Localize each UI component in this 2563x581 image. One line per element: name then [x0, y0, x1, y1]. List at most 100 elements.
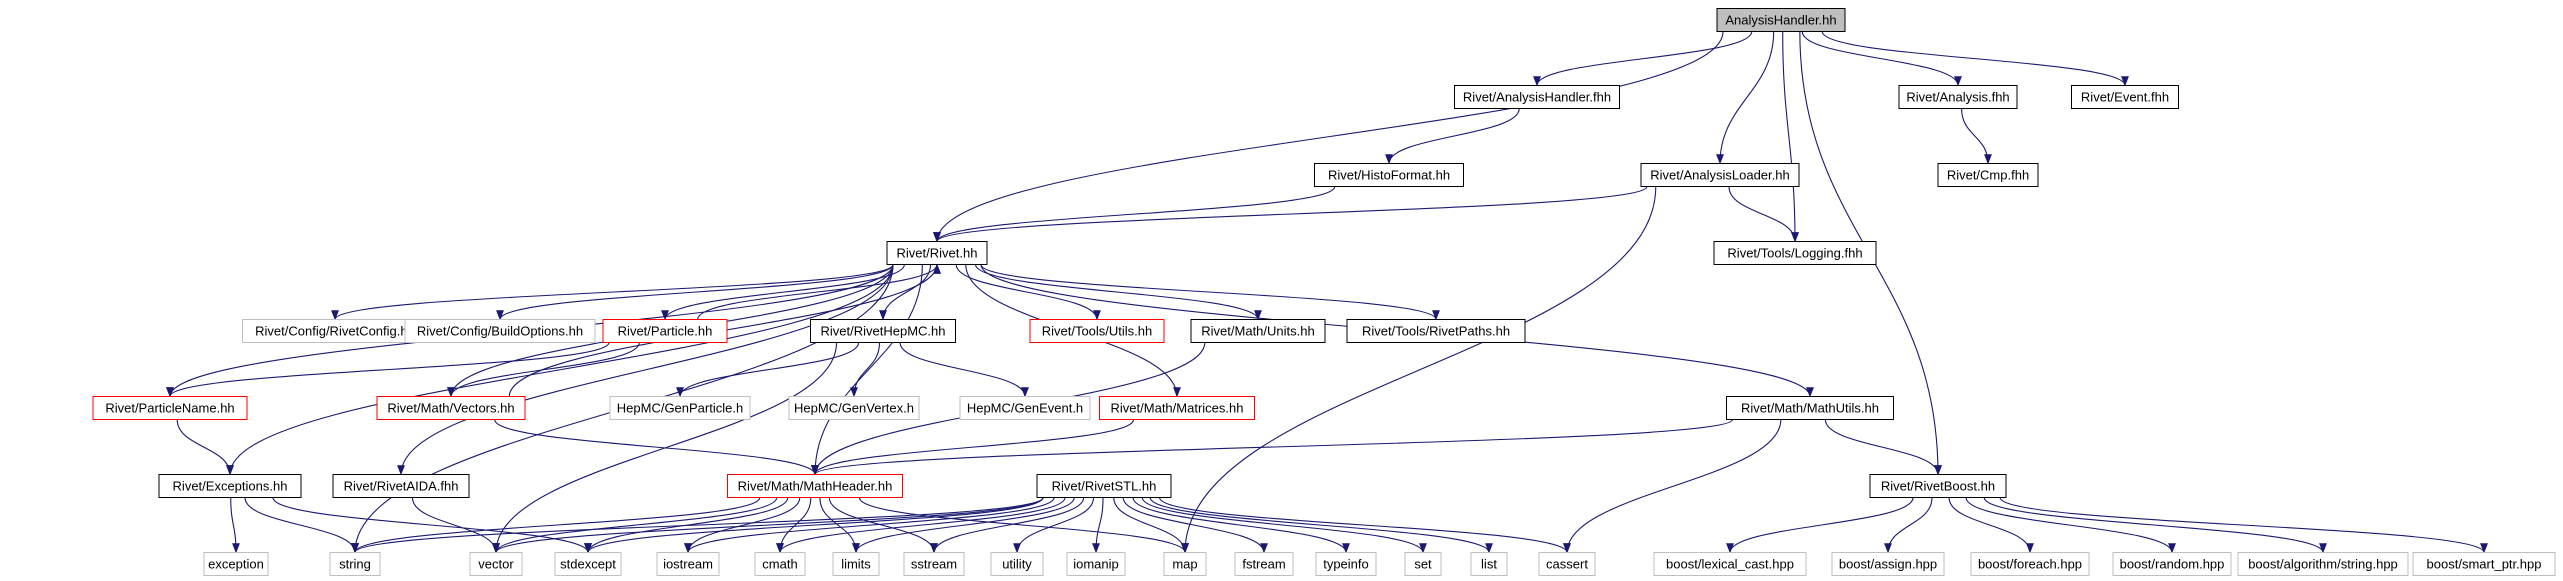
node-box: [1470, 552, 1508, 576]
arrowhead-pname-to-exceptions: [226, 465, 234, 476]
node-iostream[interactable]: iostream: [656, 552, 720, 576]
edge-stl-to-fstream: [1122, 497, 1265, 553]
edge-rivet-to-paths: [980, 264, 1437, 320]
node-utility[interactable]: utility: [990, 552, 1044, 576]
node-exceptions[interactable]: Rivet/Exceptions.hh: [158, 474, 302, 498]
edge-stl-to-cmath: [779, 497, 1066, 553]
node-paths[interactable]: Rivet/Tools/RivetPaths.hh: [1346, 319, 1526, 343]
arrowhead-root-to-loader: [1716, 154, 1724, 165]
node-box: [903, 552, 965, 576]
node-label: sstream: [911, 557, 957, 572]
node-typeinfo[interactable]: typeinfo: [1315, 552, 1377, 576]
edge-rivet-to-mathheader: [814, 264, 923, 475]
edge-mathheader-to-string: [354, 497, 761, 553]
node-algostr[interactable]: boost/algorithm/string.hpp: [2237, 552, 2409, 576]
edge-particle-to-pname: [169, 342, 610, 397]
node-genparticle[interactable]: HepMC/GenParticle.h: [609, 396, 751, 420]
node-box: [554, 552, 622, 576]
arrowhead-rivet-to-rivetcfg: [331, 310, 339, 321]
edge-hepmc-to-genparticle: [679, 342, 860, 397]
node-label: boost/random.hpp: [2120, 557, 2225, 572]
node-box: [92, 396, 248, 420]
node-label: Rivet/AnalysisHandler.fhh: [1463, 90, 1611, 105]
node-stdexcept[interactable]: stdexcept: [554, 552, 622, 576]
node-cmp[interactable]: Rivet/Cmp.fhh: [1937, 163, 2039, 187]
node-label: Rivet/Cmp.fhh: [1947, 168, 2029, 183]
node-box: [1970, 552, 2090, 576]
node-hepmc[interactable]: Rivet/RivetHepMC.hh: [810, 319, 956, 343]
node-vectors[interactable]: Rivet/Math/Vectors.hh: [376, 396, 526, 420]
node-ahf[interactable]: Rivet/AnalysisHandler.fhh: [1454, 85, 1620, 109]
node-particle[interactable]: Rivet/Particle.hh: [602, 319, 728, 343]
edge-hepmc-to-genvertex: [853, 342, 881, 397]
node-aida[interactable]: Rivet/RivetAIDA.fhh: [332, 474, 470, 498]
node-map[interactable]: map: [1163, 552, 1207, 576]
arrowhead-mathutils-to-boost: [1934, 465, 1942, 476]
edge-root-to-anaf: [1801, 31, 1959, 86]
node-evf[interactable]: Rivet/Event.fhh: [2071, 85, 2179, 109]
node-mathutils[interactable]: Rivet/Math/MathUtils.hh: [1726, 396, 1894, 420]
node-foreach[interactable]: boost/foreach.hpp: [1970, 552, 2090, 576]
arrowhead-boost-to-assign: [1884, 543, 1892, 554]
node-box: [203, 552, 269, 576]
node-histo[interactable]: Rivet/HistoFormat.hh: [1314, 163, 1464, 187]
node-label: iomanip: [1073, 557, 1119, 572]
node-buildopt[interactable]: Rivet/Config/BuildOptions.hh: [404, 319, 596, 343]
node-stl[interactable]: Rivet/RivetSTL.hh: [1036, 474, 1172, 498]
node-label: map: [1172, 557, 1197, 572]
node-matrices[interactable]: Rivet/Math/Matrices.hh: [1099, 396, 1255, 420]
node-label: Rivet/Particle.hh: [618, 324, 713, 339]
node-list[interactable]: list: [1470, 552, 1508, 576]
node-label: list: [1481, 557, 1497, 572]
edge-root-to-loader: [1719, 31, 1775, 164]
arrowhead-hepmc-to-genvertex: [850, 387, 858, 398]
node-smartptr[interactable]: boost/smart_ptr.hpp: [2412, 552, 2556, 576]
node-box: [1454, 85, 1620, 109]
node-iomanip[interactable]: iomanip: [1066, 552, 1126, 576]
node-box: [656, 552, 720, 576]
node-exception[interactable]: exception: [203, 552, 269, 576]
arrowhead-stl-to-list: [1485, 543, 1493, 554]
node-rivetcfg[interactable]: Rivet/Config/RivetConfig.hh: [242, 319, 428, 343]
arrowhead-boost-to-algostr: [2319, 543, 2327, 554]
node-limits[interactable]: limits: [832, 552, 880, 576]
node-random[interactable]: boost/random.hpp: [2112, 552, 2232, 576]
node-box: [1538, 552, 1596, 576]
node-box: [1314, 163, 1464, 187]
edge-rivet-to-rivetcfg: [334, 264, 894, 320]
node-lexcast[interactable]: boost/lexical_cast.hpp: [1653, 552, 1807, 576]
node-label: Rivet/Config/BuildOptions.hh: [417, 324, 583, 339]
node-genvertex[interactable]: HepMC/GenVertex.h: [788, 396, 920, 420]
edge-stl-to-limits: [855, 497, 1075, 553]
node-cassert[interactable]: cassert: [1538, 552, 1596, 576]
node-set[interactable]: set: [1404, 552, 1442, 576]
node-sstream[interactable]: sstream: [903, 552, 965, 576]
node-assign[interactable]: boost/assign.hpp: [1831, 552, 1945, 576]
node-string[interactable]: string: [329, 552, 381, 576]
node-vector[interactable]: vector: [469, 552, 523, 576]
arrowhead-rivet-to-hepmc: [879, 310, 887, 321]
node-pname[interactable]: Rivet/ParticleName.hh: [92, 396, 248, 420]
node-label: utility: [1002, 557, 1032, 572]
node-logging[interactable]: Rivet/Tools/Logging.fhh: [1713, 241, 1877, 265]
node-rivet[interactable]: Rivet/Rivet.hh: [886, 241, 988, 265]
node-cmath[interactable]: cmath: [754, 552, 806, 576]
edge-root-to-ahf: [1536, 31, 1753, 86]
node-box: [332, 474, 470, 498]
node-genevent[interactable]: HepMC/GenEvent.h: [959, 396, 1091, 420]
arrowhead-boost-to-random: [2168, 543, 2176, 554]
arrowhead-rivet-to-utils: [1093, 310, 1101, 321]
node-utils[interactable]: Rivet/Tools/Utils.hh: [1029, 319, 1165, 343]
edge-anaf-to-cmp: [1961, 108, 1989, 164]
node-mathheader[interactable]: Rivet/Math/MathHeader.hh: [727, 474, 903, 498]
node-boost[interactable]: Rivet/RivetBoost.hh: [1869, 474, 2007, 498]
node-fstream[interactable]: fstream: [1234, 552, 1294, 576]
node-root[interactable]: AnalysisHandler.hh: [1716, 8, 1846, 32]
node-units[interactable]: Rivet/Math/Units.hh: [1190, 319, 1326, 343]
arrowhead-root-to-evf: [2121, 76, 2129, 87]
node-box: [158, 474, 302, 498]
node-loader[interactable]: Rivet/AnalysisLoader.hh: [1640, 163, 1800, 187]
node-anaf[interactable]: Rivet/Analysis.fhh: [1898, 85, 2018, 109]
node-label: Rivet/Math/MathUtils.hh: [1741, 401, 1879, 416]
edges-layer: [166, 31, 2488, 554]
